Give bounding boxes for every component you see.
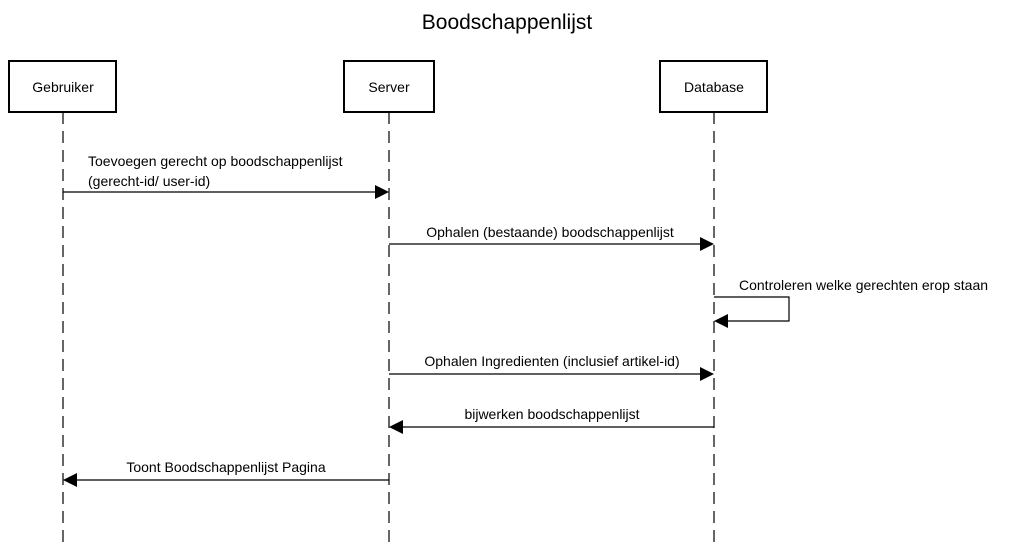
message-line bbox=[714, 296, 790, 322]
participant-gebruiker: Gebruiker bbox=[8, 60, 117, 113]
participant-label: Server bbox=[368, 79, 410, 95]
message-label: bijwerken boodschappenlijst bbox=[464, 406, 639, 422]
participant-database: Database bbox=[659, 60, 768, 113]
participant-box bbox=[8, 60, 117, 113]
arrowhead-icon bbox=[700, 367, 714, 381]
message-update-list: bijwerken boodschappenlijst bbox=[389, 406, 714, 434]
participant-label: Gebruiker bbox=[32, 79, 94, 95]
message-label: Controleren welke gerechten erop staan bbox=[739, 277, 988, 293]
participant-server: Server bbox=[343, 60, 435, 113]
message-label: Toevoegen gerecht op boodschappenlijst bbox=[88, 153, 343, 169]
arrowhead-icon bbox=[375, 185, 389, 199]
message-fetch-list: Ophalen (bestaande) boodschappenlijst bbox=[389, 224, 714, 251]
participant-box bbox=[343, 60, 435, 113]
participant-label: Database bbox=[684, 79, 744, 95]
message-show-page: Toont Boodschappenlijst Pagina bbox=[63, 459, 389, 487]
arrowhead-icon bbox=[714, 314, 728, 328]
message-check-dishes: Controleren welke gerechten erop staan bbox=[714, 277, 988, 328]
message-fetch-ingredients: Ophalen Ingredienten (inclusief artikel-… bbox=[389, 353, 714, 381]
message-label: Ophalen (bestaande) boodschappenlijst bbox=[426, 224, 674, 240]
message-add-dish: Toevoegen gerecht op boodschappenlijst (… bbox=[63, 153, 389, 199]
arrowhead-icon bbox=[389, 420, 403, 434]
arrowhead-icon bbox=[63, 473, 77, 487]
message-label: Ophalen Ingredienten (inclusief artikel-… bbox=[424, 353, 679, 369]
diagram-title: Boodschappenlijst bbox=[422, 11, 593, 34]
message-label-line2: (gerecht-id/ user-id) bbox=[88, 173, 210, 189]
message-label: Toont Boodschappenlijst Pagina bbox=[126, 459, 325, 475]
participant-box bbox=[659, 60, 768, 113]
arrowhead-icon bbox=[700, 237, 714, 251]
